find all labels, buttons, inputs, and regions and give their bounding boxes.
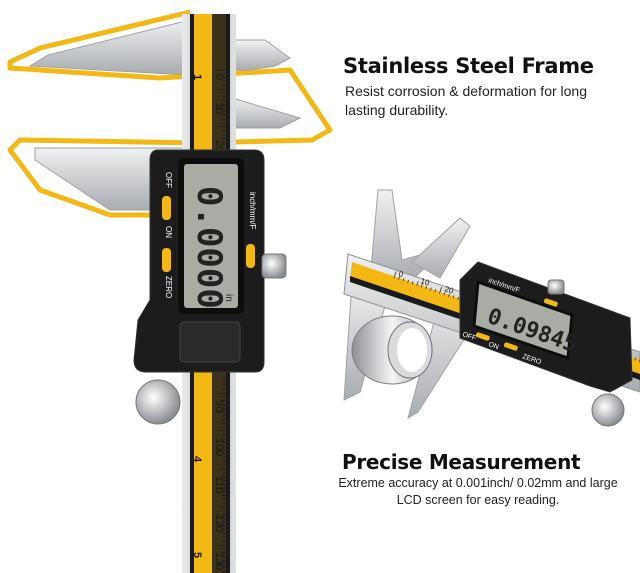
zero-button[interactable] (162, 248, 171, 272)
off-button[interactable] (162, 196, 171, 220)
unit-label: inch/mm/F (248, 192, 257, 229)
small-scale-tick (398, 276, 400, 280)
small-thumb-roller (591, 393, 625, 427)
small-zero-button[interactable] (503, 342, 518, 351)
small-scale-label: 10 (419, 276, 431, 287)
scale-label: 10 (213, 102, 225, 114)
unit-button[interactable] (246, 244, 255, 268)
lower-jaw-moving (231, 97, 302, 129)
small-scale-tick (425, 285, 428, 290)
zero-label: ZERO (164, 276, 173, 298)
scale-label: 130 (213, 552, 225, 570)
small-off-label: OFF (461, 331, 477, 342)
small-lock-screw (547, 279, 565, 295)
scale-label: 120 (213, 514, 225, 532)
inch-label: 1 (191, 74, 203, 80)
small-scale-tick (429, 287, 432, 291)
inch-scale-labels: 1 4 5 (191, 74, 203, 558)
small-scale-tick (434, 289, 437, 293)
small-scale-tick (443, 292, 446, 296)
feature-description-precision: Extreme accuracy at 0.001inch/ 0.02mm an… (338, 476, 618, 507)
small-scale-tick (448, 293, 450, 297)
small-moving-jaw (411, 217, 471, 279)
small-scale-label: 20 (443, 284, 455, 295)
large-caliper: 0 10 20 90 100 110 120 130 1 4 5 0.0000 … (7, 9, 333, 573)
caliper-buttons: OFF ON ZERO inch/mm/F (162, 172, 257, 298)
small-scale-label: 0 (397, 269, 405, 279)
small-scale-tick (416, 280, 419, 286)
scale-label: 110 (213, 476, 225, 494)
scale-label: 90 (213, 400, 225, 412)
inch-label: 4 (191, 456, 203, 463)
small-off-button[interactable] (475, 332, 490, 341)
small-lcd-screen (472, 279, 574, 361)
on-label: ON (164, 226, 173, 238)
small-scale-tick (393, 271, 397, 279)
thumb-roller (135, 379, 181, 425)
small-unit-button[interactable] (543, 298, 558, 307)
small-scale-tick (452, 295, 455, 299)
scale-label: 100 (213, 438, 225, 456)
small-scale-tick (411, 281, 414, 285)
off-label: OFF (164, 172, 173, 188)
feature-title-precision: Precise Measurement (342, 450, 581, 474)
lcd-unit: in (223, 294, 234, 302)
battery-cover (179, 321, 241, 363)
main-scale-ticks (216, 69, 226, 572)
scale-label: 0 (213, 74, 225, 80)
inch-label: 5 (191, 552, 203, 558)
feature-description-stainless: Resist corrosion & deformation for long … (345, 83, 587, 118)
scale-label: 20 (213, 140, 225, 152)
moving-upper-jaw (231, 39, 291, 71)
small-scale-tick (634, 357, 636, 361)
jaw-highlight-outline (7, 9, 333, 218)
small-caliper: 0 10 20 90 0.09845 inch/mm/F OFF ON ZERO (343, 189, 640, 427)
main-scale-labels: 0 10 20 90 100 110 120 130 (213, 74, 225, 570)
small-scale-tick (420, 284, 423, 288)
feature-title-stainless: Stainless Steel Frame (343, 54, 594, 78)
small-scale-tick (439, 286, 443, 294)
small-on-label: ON (487, 341, 499, 351)
lcd-screen (184, 164, 238, 308)
lcd-reading: 0.0000 (189, 186, 229, 309)
steel-ring (351, 315, 433, 385)
small-scale-tick (407, 279, 409, 283)
small-scale-tick (457, 296, 459, 300)
small-scale-tick (402, 278, 405, 282)
lock-screw (261, 253, 287, 279)
